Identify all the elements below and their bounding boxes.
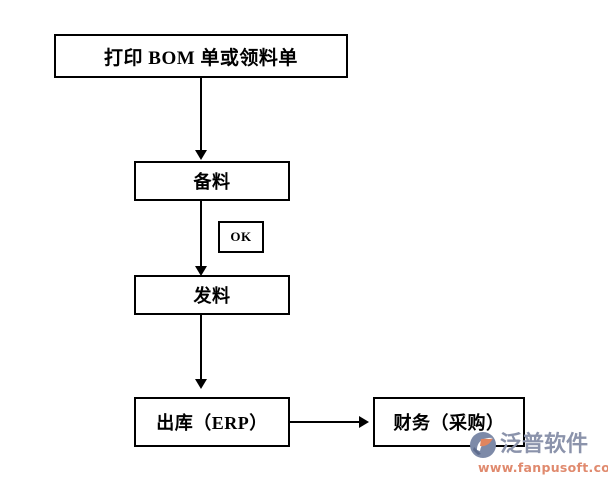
flow-node-print-bom[interactable]: 打印 BOM 单或领料单	[54, 34, 348, 78]
flow-node-issue[interactable]: 发料	[134, 275, 290, 315]
flow-node-outbound[interactable]: 出库（ERP）	[134, 397, 290, 447]
flow-node-prepare[interactable]: 备料	[134, 161, 290, 201]
edge-prepare-to-issue-line	[200, 201, 202, 271]
edge-prepare-to-issue-arrowhead	[195, 266, 207, 276]
edge-outbound-to-finance-arrowhead	[359, 416, 369, 428]
flow-node-finance-label: 财务（采购）	[393, 413, 505, 433]
edge-label-ok: OK	[218, 221, 264, 253]
flow-node-outbound-label: 出库（ERP）	[156, 413, 268, 433]
flow-node-issue-label: 发料	[193, 286, 231, 306]
edge-label-ok-text: OK	[230, 229, 252, 244]
edge-print-bom-to-prepare-line	[200, 78, 202, 152]
edge-issue-to-outbound-line	[200, 315, 202, 383]
flow-node-print-bom-label: 打印 BOM 单或领料单	[104, 47, 298, 69]
flow-node-prepare-label: 备料	[193, 172, 231, 192]
edge-issue-to-outbound-arrowhead	[195, 379, 207, 389]
flow-node-finance[interactable]: 财务（采购）	[373, 397, 525, 447]
edge-outbound-to-finance-line	[290, 421, 362, 423]
watermark-url: www.fanpusoft.com	[478, 460, 608, 475]
edge-print-bom-to-prepare-arrowhead	[195, 150, 207, 160]
